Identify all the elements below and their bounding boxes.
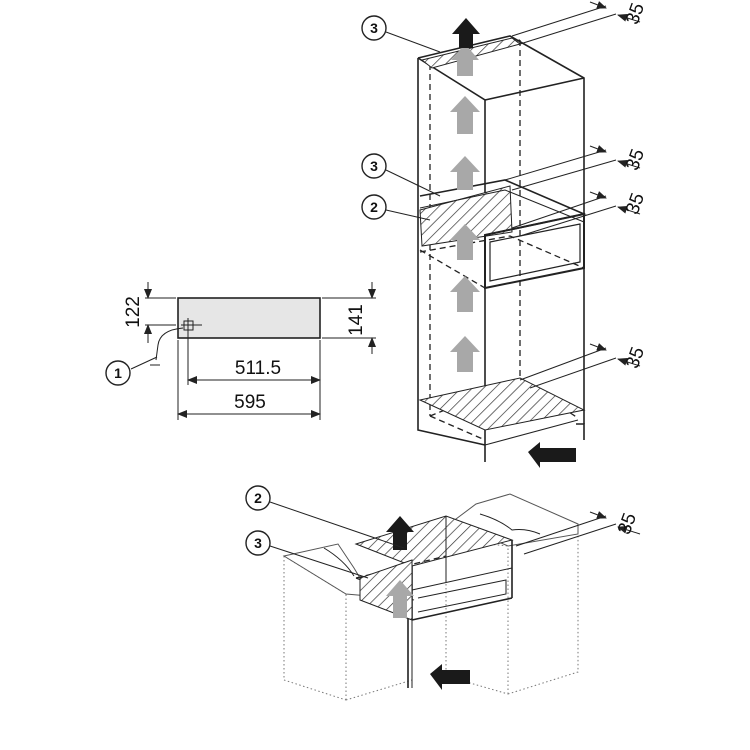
base-cabinets: 35 2 3 (245, 485, 641, 701)
callout-3-top: 3 (361, 15, 441, 53)
callout-3-top-label: 3 (370, 20, 378, 36)
up-arrow-icon (386, 516, 414, 550)
up-arrow-icon (450, 156, 480, 190)
gap-35-mid-upper: 35 (504, 145, 649, 191)
up-arrow-icon (450, 276, 480, 312)
dim-595-label: 595 (234, 392, 266, 413)
callout-3-bottom-label: 3 (254, 535, 262, 551)
gap-35-bottom-label: 35 (622, 344, 649, 371)
callout-3-bottom: 3 (245, 530, 369, 579)
dim-122-label: 122 (123, 296, 144, 328)
dim-122: 122 (123, 282, 176, 343)
callout-2-mid-label: 2 (370, 199, 378, 215)
tall-cabinet: 35 35 35 35 3 (361, 0, 649, 468)
gap-35-mid-upper-label: 35 (622, 146, 649, 173)
plug-icon (150, 318, 202, 366)
callout-2-bottom-label: 2 (254, 490, 262, 506)
callout-3-mid-label: 3 (370, 158, 378, 174)
gap-35-mid-lower-label: 35 (622, 190, 649, 217)
dim-595: 595 (177, 340, 321, 420)
up-arrow-icon (450, 336, 480, 372)
dim-511-5-label: 511.5 (235, 358, 281, 379)
callout-3-mid: 3 (361, 153, 441, 197)
up-arrow-icon (451, 44, 479, 76)
up-arrow-icon (450, 224, 480, 260)
dim-141: 141 (322, 282, 376, 354)
up-arrow-icon (450, 96, 480, 134)
up-arrow-icon (452, 18, 480, 48)
gap-35-bottom: 35 (519, 343, 649, 389)
gap-35-top: 35 (511, 0, 649, 45)
callout-1: 1 (105, 356, 158, 386)
intake-arrow-icon (430, 664, 470, 690)
up-arrow-icon (386, 580, 414, 618)
callout-2-mid: 2 (361, 194, 431, 221)
intake-arrow-icon (528, 442, 576, 468)
appliance-detail: 122 141 511.5 595 1 (105, 282, 376, 420)
dim-511-5: 511.5 (187, 333, 321, 420)
gap-35-top-label: 35 (622, 0, 649, 27)
callout-2-bottom: 2 (245, 485, 405, 549)
appliance-body (177, 297, 321, 339)
dim-141-label: 141 (346, 304, 367, 336)
callout-1-label: 1 (114, 365, 122, 381)
